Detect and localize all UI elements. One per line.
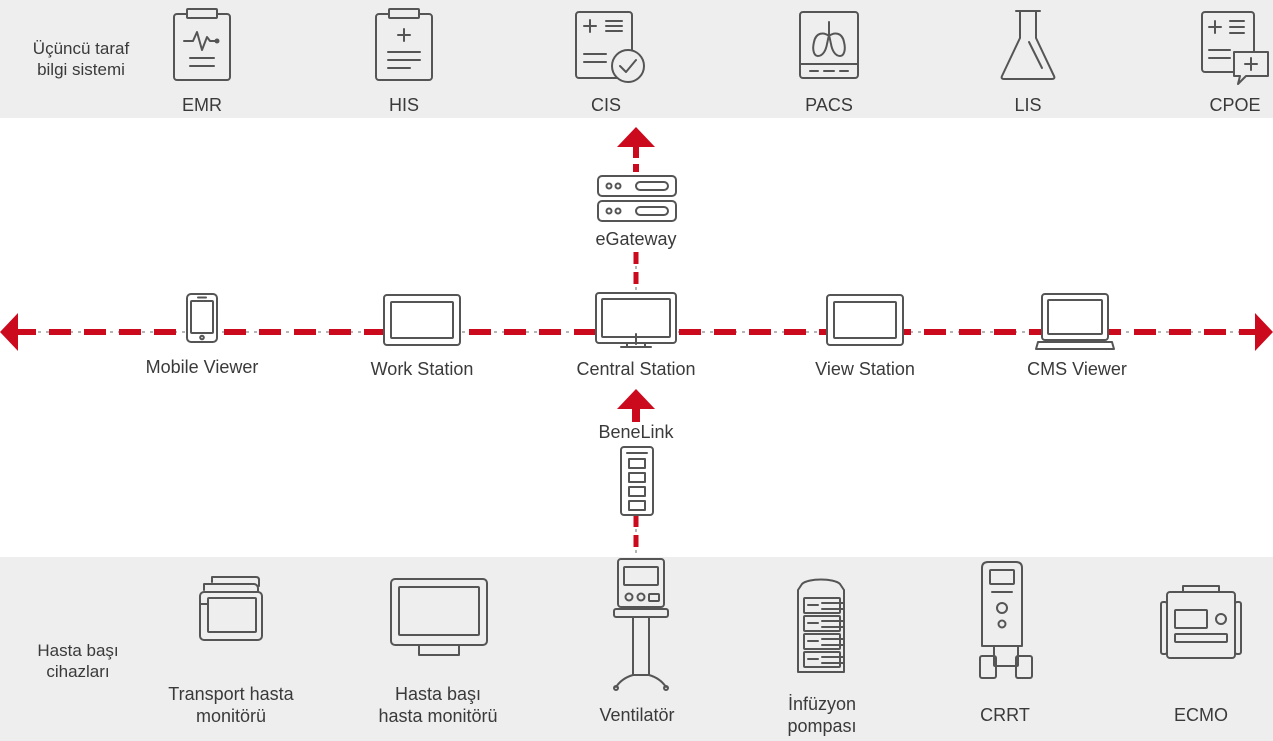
workstation-monitor-icon: [383, 294, 461, 346]
ventilator-icon: [613, 558, 669, 691]
system-label-emr: EMR: [182, 95, 222, 115]
device-label-bedside-monitor: Hasta başı hasta monitörü: [378, 684, 498, 726]
clipboard-plus-icon: [375, 8, 433, 81]
network-bus: [0, 313, 1273, 351]
system-label-pacs: PACS: [805, 95, 853, 115]
transport-monitor-icon: [199, 576, 263, 641]
flask-icon: [1000, 10, 1056, 80]
node-label-view-station: View Station: [815, 359, 915, 379]
benelink-module-icon: [620, 446, 654, 516]
link-gateway-cis: [617, 127, 655, 172]
node-label-work-station: Work Station: [370, 359, 474, 379]
bedside-monitor-icon: [390, 578, 488, 656]
system-label-lis: LIS: [1014, 95, 1042, 115]
device-label-infusion-pump: İnfüzyon pompası: [787, 694, 857, 736]
crrt-icon: [979, 561, 1033, 679]
link-benelink-central: [617, 389, 655, 422]
lungs-xray-icon: [799, 11, 859, 79]
central-station-monitor-icon: [595, 292, 677, 348]
system-label-his: HIS: [388, 95, 420, 115]
device-label-transport-monitor: Transport hasta monitörü: [168, 684, 294, 726]
clipboard-ecg-icon: [173, 8, 231, 81]
arrow-up-central: [617, 389, 655, 409]
ecmo-icon: [1160, 585, 1242, 659]
infusion-pump-icon: [797, 578, 845, 673]
arrow-up-cis: [617, 127, 655, 147]
node-label-central-station: Central Station: [576, 359, 696, 379]
bedside-group-label: Hasta başı cihazları: [37, 641, 119, 681]
third-party-group-label: Üçüncü taraf bilgi sistemi: [32, 39, 130, 79]
egateway-server-icon: [597, 175, 677, 222]
document-order-icon: [1201, 11, 1269, 85]
system-label-cpoe: CPOE: [1209, 95, 1261, 115]
device-label-ecmo: ECMO: [1174, 705, 1228, 725]
document-check-icon: [575, 11, 645, 83]
view-station-monitor-icon: [826, 294, 904, 346]
node-label-cms-viewer: CMS Viewer: [1027, 359, 1127, 379]
system-label-cis: CIS: [590, 95, 622, 115]
node-label-mobile-viewer: Mobile Viewer: [145, 357, 259, 377]
benelink-label: BeneLink: [598, 422, 674, 442]
bus-arrow-left: [0, 313, 18, 351]
device-label-ventilator: Ventilatör: [599, 705, 675, 725]
egateway-label: eGateway: [595, 229, 677, 249]
device-label-crrt: CRRT: [980, 705, 1030, 725]
laptop-icon: [1035, 293, 1115, 350]
bus-arrow-right: [1255, 313, 1273, 351]
smartphone-icon: [186, 293, 218, 343]
